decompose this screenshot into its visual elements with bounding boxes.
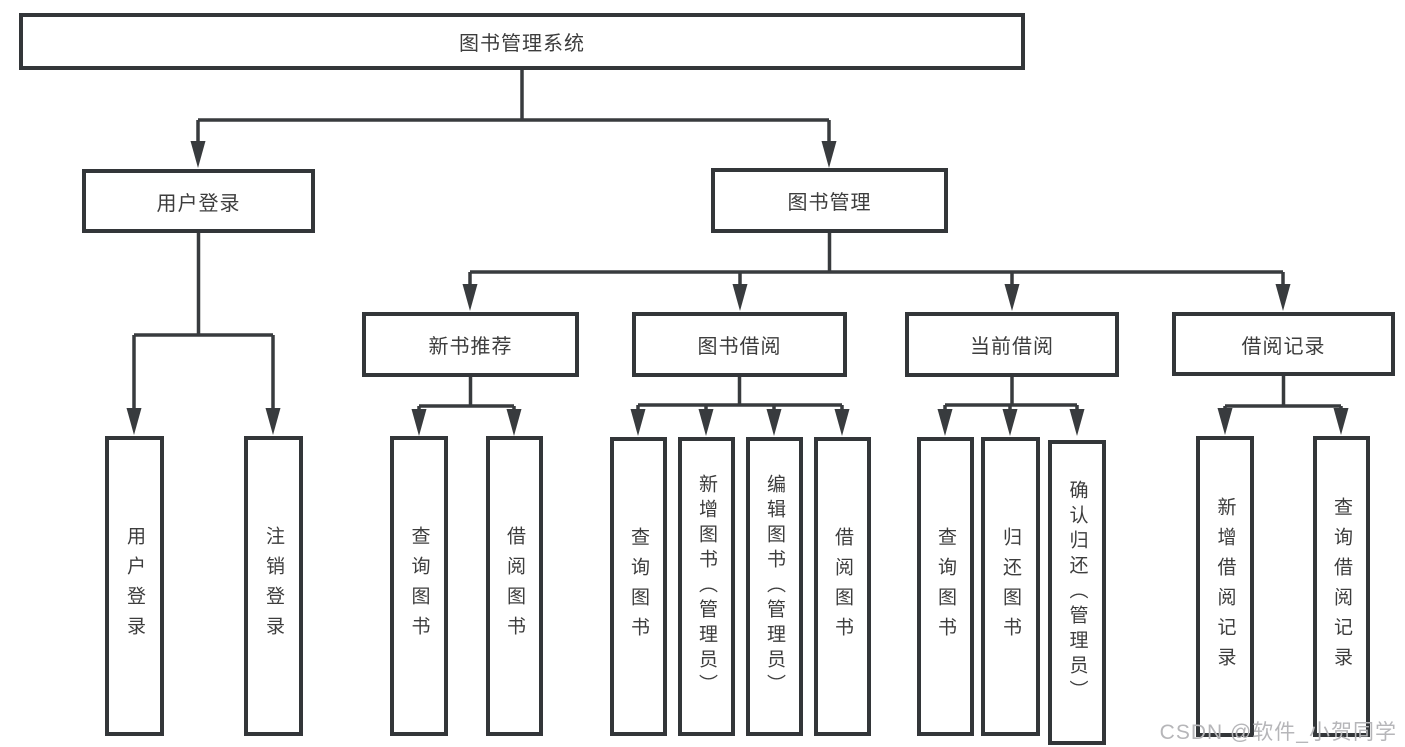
node-leaf-add-record: 新增借阅记录	[1196, 436, 1254, 737]
arrowhead-icon	[937, 409, 953, 436]
node-label-leaf-query-book-2: 查询图书	[628, 526, 649, 647]
node-book-borrow: 图书借阅	[632, 312, 847, 377]
arrowhead-icon	[1004, 284, 1020, 311]
node-leaf-borrow-book-2: 借阅图书	[814, 437, 871, 736]
node-label-current-borrow: 当前借阅	[970, 336, 1054, 358]
node-book-mgmt: 图书管理	[711, 168, 948, 233]
arrowhead-icon	[1002, 409, 1018, 436]
node-leaf-query-record: 查询借阅记录	[1313, 436, 1370, 737]
node-label-leaf-add-book: 新增图书（管理员）	[696, 474, 717, 699]
node-leaf-edit-book: 编辑图书（管理员）	[746, 437, 803, 736]
arrowhead-icon	[506, 409, 522, 436]
arrowhead-icon	[126, 408, 142, 435]
arrowhead-icon	[265, 408, 281, 435]
node-new-book-rec: 新书推荐	[362, 312, 579, 377]
node-user-login: 用户登录	[82, 169, 315, 233]
node-label-leaf-query-book-3: 查询图书	[935, 526, 956, 647]
connector-from-current-borrow	[937, 377, 1085, 436]
node-leaf-query-book-3: 查询图书	[917, 437, 974, 736]
node-label-leaf-logout: 注销登录	[263, 526, 284, 646]
connector-from-borrow-records	[1217, 376, 1349, 435]
arrowhead-icon	[732, 284, 748, 311]
connector-from-book-borrow	[630, 377, 850, 436]
node-label-book-mgmt: 图书管理	[787, 192, 872, 214]
arrowhead-icon	[834, 409, 850, 436]
arrowhead-icon	[462, 284, 478, 311]
arrowhead-icon	[1069, 409, 1085, 436]
arrowhead-icon	[1217, 408, 1233, 435]
node-label-leaf-query-book-1: 查询图书	[408, 526, 430, 646]
node-label-book-borrow: 图书借阅	[697, 336, 782, 358]
node-label-borrow-records: 借阅记录	[1241, 335, 1326, 358]
node-root: 图书管理系统	[19, 13, 1025, 70]
node-current-borrow: 当前借阅	[905, 312, 1119, 377]
arrowhead-icon	[411, 409, 427, 436]
connector-from-root	[190, 70, 837, 168]
node-label-leaf-edit-book: 编辑图书（管理员）	[764, 474, 785, 699]
arrowhead-icon	[1333, 408, 1349, 435]
node-leaf-query-book-1: 查询图书	[390, 436, 448, 736]
node-leaf-confirm-return: 确认归还（管理员）	[1048, 440, 1106, 745]
node-label-leaf-borrow-book-2: 借阅图书	[832, 526, 853, 647]
node-label-leaf-add-record: 新增借阅记录	[1214, 496, 1236, 677]
node-label-root: 图书管理系统	[459, 33, 585, 55]
arrowhead-icon	[766, 409, 782, 436]
node-label-leaf-user-login: 用户登录	[124, 526, 145, 646]
node-label-new-book-rec: 新书推荐	[428, 336, 513, 358]
node-label-leaf-borrow-book-1: 借阅图书	[504, 526, 525, 646]
node-label-user-login: 用户登录	[156, 192, 241, 215]
node-leaf-logout: 注销登录	[244, 436, 303, 736]
connector-from-user-login	[126, 233, 281, 435]
connector-from-new-book-rec	[411, 377, 522, 436]
node-label-leaf-query-record: 查询借阅记录	[1331, 496, 1352, 677]
node-leaf-add-book: 新增图书（管理员）	[678, 437, 735, 736]
arrowhead-icon	[821, 141, 837, 168]
node-label-leaf-return-book: 归还图书	[1000, 526, 1021, 647]
node-leaf-user-login: 用户登录	[105, 436, 164, 736]
node-borrow-records: 借阅记录	[1172, 312, 1395, 376]
arrowhead-icon	[698, 409, 714, 436]
arrowhead-icon	[1275, 284, 1291, 311]
node-leaf-return-book: 归还图书	[981, 437, 1040, 736]
arrowhead-icon	[630, 409, 646, 436]
arrowhead-icon	[190, 141, 206, 168]
node-leaf-borrow-book-1: 借阅图书	[486, 436, 543, 736]
node-leaf-query-book-2: 查询图书	[610, 437, 667, 736]
connector-from-book-mgmt	[462, 233, 1291, 311]
node-label-leaf-confirm-return: 确认归还（管理员）	[1066, 480, 1088, 705]
